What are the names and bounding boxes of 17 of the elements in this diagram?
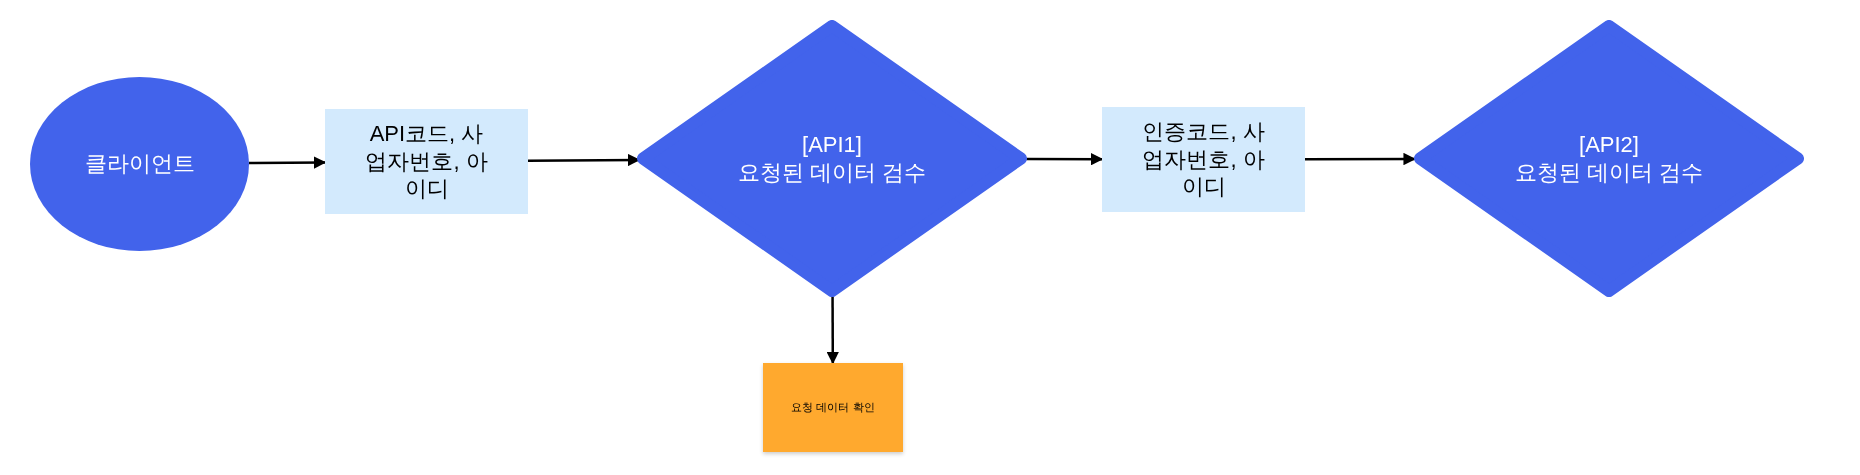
arrow (826, 296, 840, 365)
node-label: [API1] (802, 131, 862, 159)
node-label: API코드, 사업자번호, 아이디 (364, 120, 489, 203)
decision-diamond (1414, 20, 1804, 297)
data-box (325, 109, 528, 214)
data-box (1102, 107, 1305, 212)
arrow (1026, 152, 1104, 166)
node-label: 클라이언트 (84, 150, 195, 178)
node-label: 인증코드, 사업자번호, 아이디 (1141, 118, 1266, 201)
node-label: 요청된 데이터 검수 (737, 158, 927, 186)
result-note (763, 363, 903, 452)
node-label: 요청된 데이터 검수 (1514, 158, 1704, 186)
arrow (248, 156, 327, 169)
decision-diamond (637, 20, 1027, 297)
node-label: 요청 데이터 확인 (791, 400, 875, 415)
arrow (1305, 152, 1416, 166)
node-label: [API2] (1579, 131, 1639, 159)
